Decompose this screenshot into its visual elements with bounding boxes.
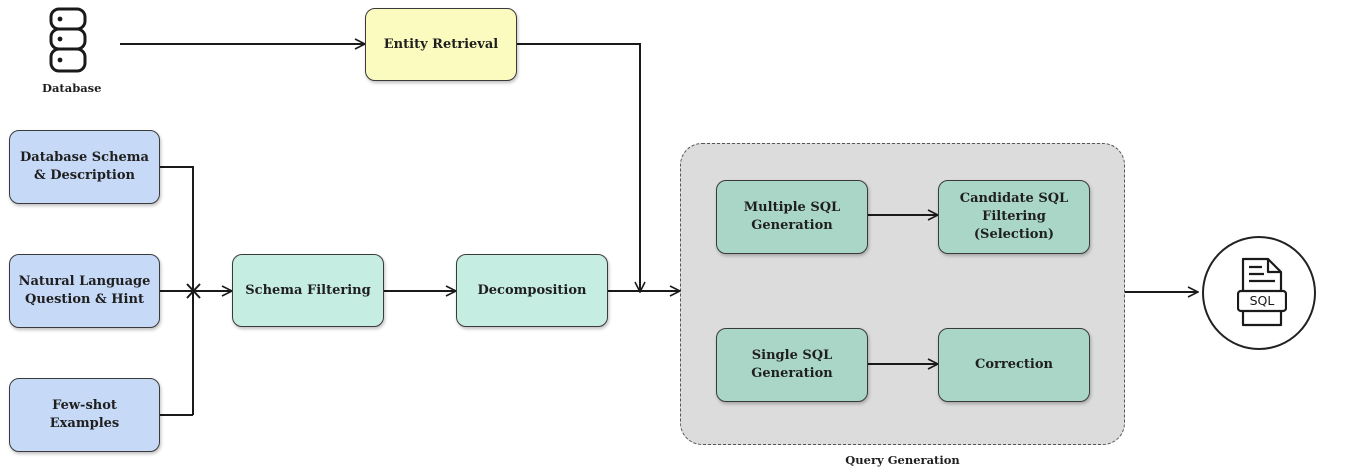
database-schema-box: Database Schema & Description	[9, 130, 160, 204]
schema-input-line	[160, 166, 194, 415]
sql-output-circle: SQL	[1202, 236, 1316, 350]
few-shot-examples-box: Few-shot Examples	[9, 378, 160, 452]
candidate-sql-filtering-box: Candidate SQL Filtering (Selection)	[938, 180, 1090, 254]
merge-cross	[186, 283, 201, 299]
database-icon	[49, 7, 87, 73]
sql-icon-text: SQL	[1249, 293, 1275, 308]
natural-language-question-box: Natural Language Question & Hint	[9, 254, 160, 328]
query-generation-label: Query Generation	[845, 453, 960, 467]
single-sql-generation-box: Single SQL Generation	[716, 328, 868, 402]
decomposition-box: Decomposition	[456, 254, 608, 327]
sql-file-icon	[1237, 257, 1287, 327]
schema-filtering-box: Schema Filtering	[232, 254, 384, 327]
database-label: Database	[42, 81, 102, 95]
correction-box: Correction	[938, 328, 1090, 402]
multiple-sql-generation-box: Multiple SQL Generation	[716, 180, 868, 254]
entity-retrieval-box: Entity Retrieval	[365, 8, 517, 81]
retrieval-to-generation-arrow	[517, 43, 640, 292]
